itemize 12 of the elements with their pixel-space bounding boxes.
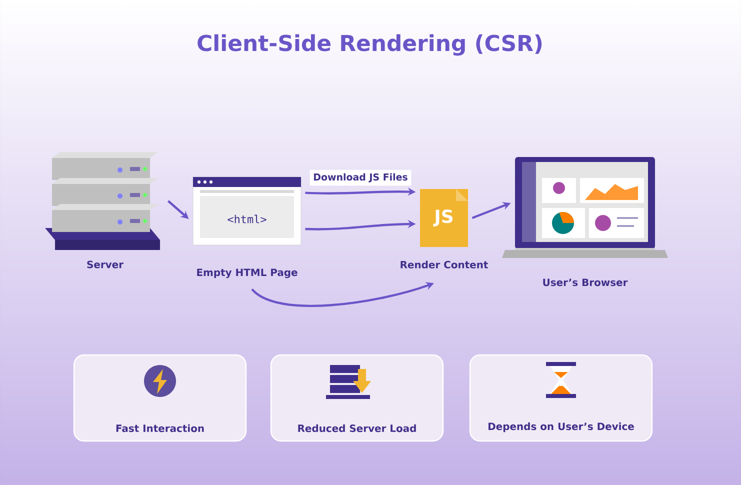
laptop-drawing: User’s Browser [502,157,668,286]
js-file-drawing: JS Render Content [400,189,488,268]
node-label: Render Content [400,260,488,268]
edge-label: Download JS Files [310,170,412,186]
title: Client-Side Rendering (CSR) [198,34,542,56]
feature-card: Reduced Server Load [270,354,444,442]
node-label: User’s Browser [543,278,628,286]
feature-card: Fast Interaction [73,354,247,442]
browser-window-drawing: <html> Empty HTML Page [192,176,302,278]
node-label: Empty HTML Page [197,268,298,278]
node-label: Server [87,260,124,268]
feature-card: Depends on User’s Device [469,354,653,442]
